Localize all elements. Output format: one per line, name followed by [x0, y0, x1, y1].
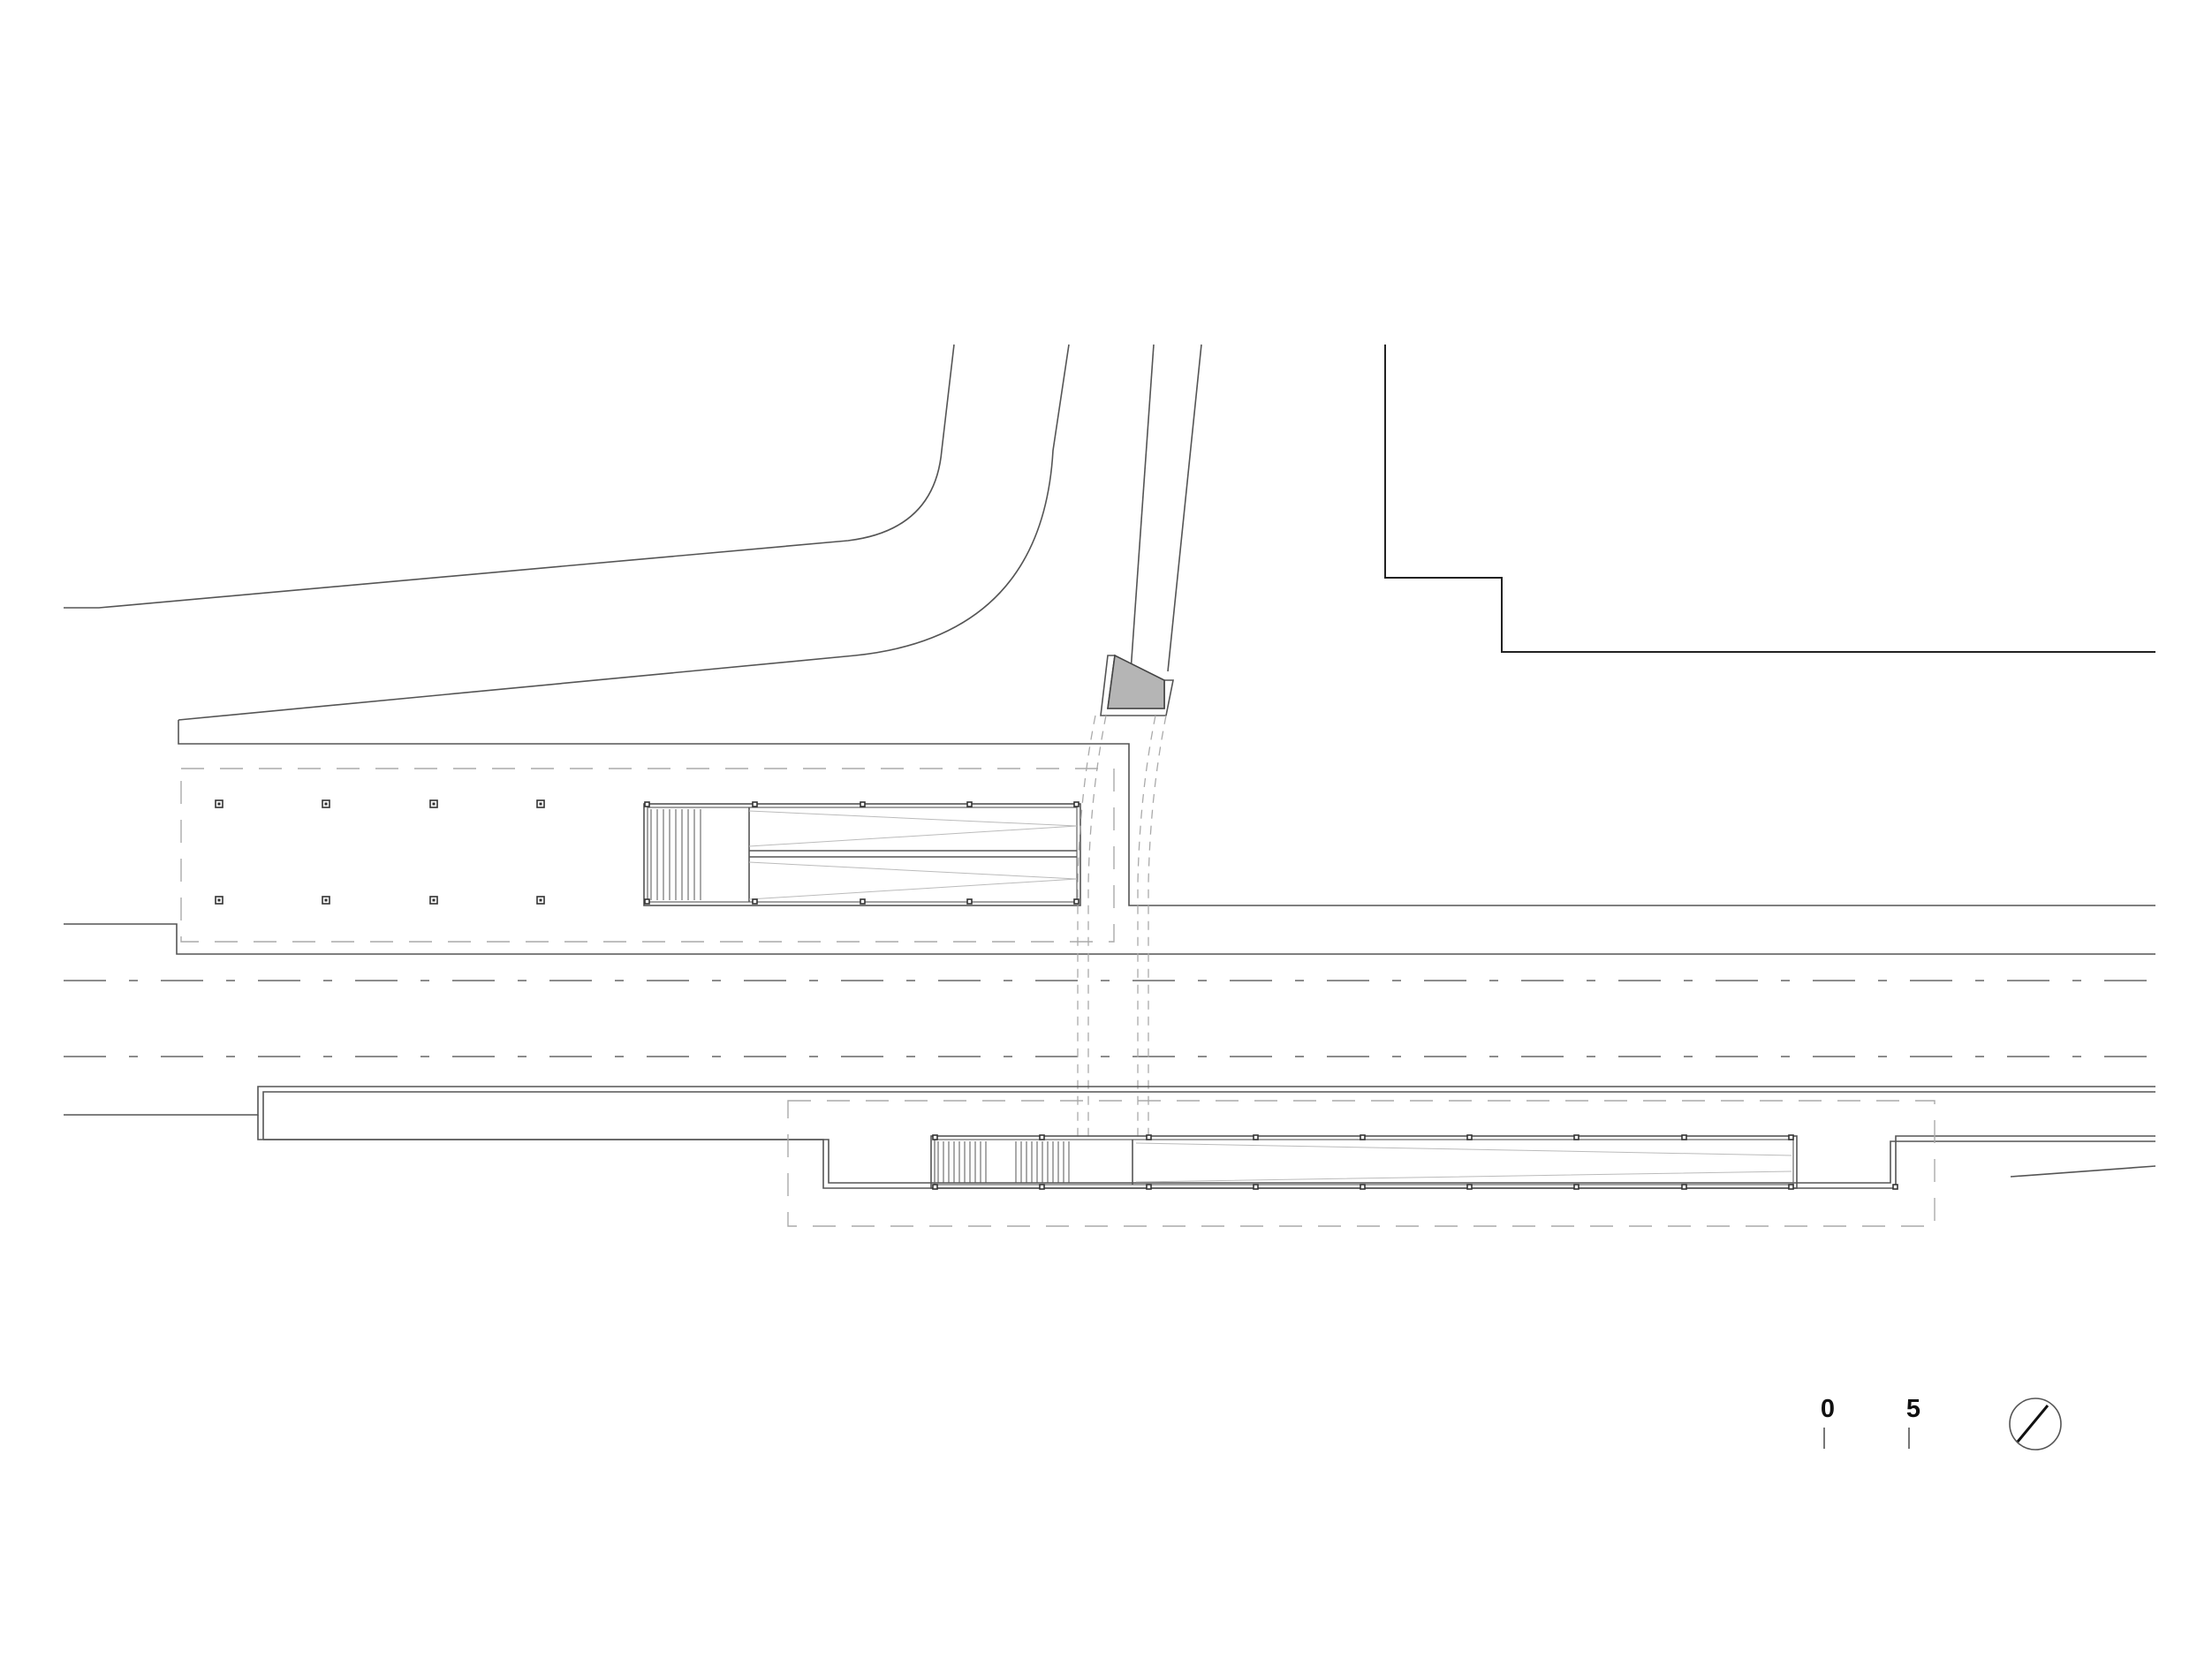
upper-stair-block — [643, 801, 1081, 906]
scale-end-label: 5 — [1906, 1395, 1920, 1423]
column — [429, 896, 438, 905]
north-arrow-icon — [2009, 1398, 2062, 1451]
road-lane-markings — [64, 980, 2155, 1057]
upper-platform-boundary — [180, 768, 1115, 943]
lower-platform-boundary — [787, 1100, 1936, 1227]
upper-block-posts — [644, 801, 1079, 905]
column — [536, 896, 545, 905]
building-outline — [1384, 345, 2155, 653]
upper-platform — [64, 768, 2155, 955]
street-curb-lines — [64, 344, 2155, 906]
upper-stair-treads — [650, 809, 701, 900]
lower-platform — [64, 1086, 2156, 1227]
column — [215, 799, 223, 808]
column — [536, 799, 545, 808]
upper-column-grid — [215, 799, 545, 905]
lower-stair-block — [930, 1134, 1898, 1190]
column — [429, 799, 438, 808]
lower-stair-treads — [937, 1141, 1070, 1183]
column — [322, 896, 330, 905]
scale-start-label: 0 — [1821, 1395, 1835, 1423]
column — [215, 896, 223, 905]
underground-tunnel — [1077, 715, 1167, 1140]
scale-bar: 0 5 — [1821, 1395, 1920, 1449]
ventilation-shaft — [1100, 654, 1174, 716]
lower-block-posts — [932, 1134, 1898, 1190]
column — [322, 799, 330, 808]
